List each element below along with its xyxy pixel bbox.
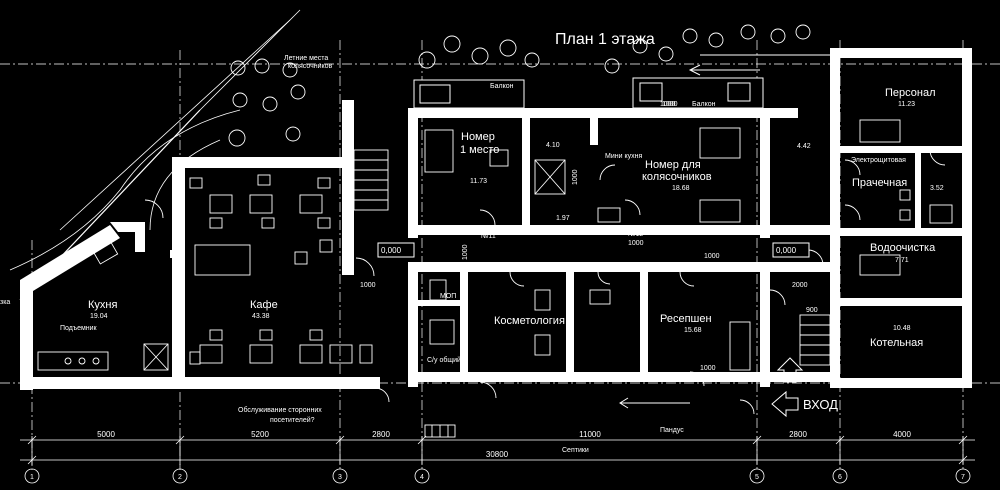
room12-area: 18.68: [672, 185, 690, 192]
dim-vertical-1000-2: 1000: [462, 244, 469, 260]
dim-axis-1-2: 5000: [97, 430, 115, 439]
label-summer-places-2: колясочников: [288, 63, 333, 70]
room12-name-line2: колясочников: [642, 171, 712, 183]
label-room-number-11: №11: [481, 233, 496, 240]
room-kitchen-area: 19.04: [90, 313, 108, 320]
room-staff-area: 11.23: [898, 101, 915, 108]
label-service-2: посетителей?: [270, 416, 315, 424]
label-service-1: Обслуживание сторонних: [238, 406, 322, 414]
dim-axis-3-4: 2800: [372, 430, 390, 439]
balconies: Балкон Балкон 1000: [413, 77, 764, 109]
axis-label-1: 1: [30, 474, 34, 481]
area-197: 1.97: [556, 215, 570, 222]
dimension-chain: 5000 5200 2800 11000 2800 4000 30800: [20, 430, 975, 465]
kitchen-furniture: [37, 239, 169, 371]
area-1972: 19.72: [787, 228, 805, 235]
room-cosmetology-name: Косметология: [494, 315, 565, 327]
room-water-area: 7.71: [895, 257, 909, 264]
room-cafe-name: Кафе: [250, 299, 278, 311]
walls: [20, 48, 972, 390]
rooms-furniture: [424, 119, 953, 371]
label-mop: МОП: [440, 293, 456, 300]
level-markers: [377, 242, 810, 258]
room-cafe-area: 43.38: [252, 313, 270, 320]
label-ramp: Пандус: [660, 427, 684, 434]
dim-balcony: 1000: [662, 101, 678, 108]
label-summer-places-1: Летние места: [284, 55, 328, 62]
room11-area: 11.73: [470, 178, 487, 185]
dim-2000: 2000: [792, 282, 808, 289]
dim-900: 900: [806, 307, 818, 314]
dim-total: 30800: [486, 450, 509, 459]
dim-axis-4-5: 11000: [579, 430, 601, 439]
dim-mid-1000: 1000: [704, 253, 720, 260]
stairs: [353, 149, 831, 438]
room12-name-line1: Номер для: [645, 159, 701, 171]
room-reception-area: 15.68: [684, 327, 702, 334]
room-staff-name: Персонал: [885, 87, 936, 99]
label-mini-kitchen: Мини кухня: [605, 153, 642, 160]
room-boiler-area: 10.48: [893, 325, 911, 332]
dim-left-1000: 1000: [360, 282, 376, 289]
axis-label-2: 2: [178, 474, 182, 481]
dim-axis-5-6: 2800: [789, 430, 807, 439]
label-entrance: ВХОД: [803, 397, 838, 412]
room-kitchen-name: Кухня: [88, 299, 117, 311]
label-electro: Электрощитовая: [851, 157, 906, 164]
label-wc: С/у общий: [427, 356, 461, 364]
dim-n12-1000: 1000: [628, 240, 644, 247]
area-442: 4.42: [797, 143, 811, 150]
dim-axis-6-7: 4000: [893, 430, 911, 439]
room-laundry-name: Прачечная: [852, 177, 907, 189]
dim-vertical-1000-1: 1000: [572, 169, 579, 185]
site-lines: [9, 9, 301, 301]
axis-label-7: 7: [961, 474, 965, 481]
balcony-label-1: Балкон: [490, 83, 514, 90]
axis-label-3: 3: [338, 474, 342, 481]
room11-name-line2: 1 место: [460, 144, 499, 156]
room-water-name: Водоочистка: [870, 242, 936, 254]
dim-axis-2-3: 5200: [251, 430, 269, 439]
arrows: [619, 54, 830, 418]
dim-reception-1000: 1000: [700, 365, 716, 372]
dim-top-1000: 1000: [660, 101, 676, 108]
area-410: 4.10: [546, 142, 560, 149]
axis-label-4: 4: [420, 474, 424, 481]
label-room-number-12: №12: [628, 231, 643, 238]
label-cut: зка: [0, 299, 10, 306]
room11-name-line1: Номер: [461, 131, 495, 143]
label-lift: Подъемник: [60, 325, 98, 332]
area-352: 3.52: [930, 185, 944, 192]
door-swings: [144, 149, 946, 415]
room-reception-name: Ресепшен: [660, 313, 712, 325]
axis-markers: 1 2 3 4 5 6 7: [24, 468, 971, 484]
label-septic: Септики: [562, 447, 589, 454]
trees-top: [228, 24, 811, 147]
axis-label-5: 5: [755, 474, 759, 481]
balcony-label-2: Балкон: [692, 101, 716, 108]
axis-label-6: 6: [838, 474, 842, 481]
page-title: План 1 этажа: [555, 31, 655, 48]
level-mark-right: 0,000: [776, 246, 797, 255]
room-boiler-name: Котельная: [870, 337, 923, 349]
level-mark-left: 0,000: [381, 246, 402, 255]
cafe-furniture: [189, 174, 373, 365]
